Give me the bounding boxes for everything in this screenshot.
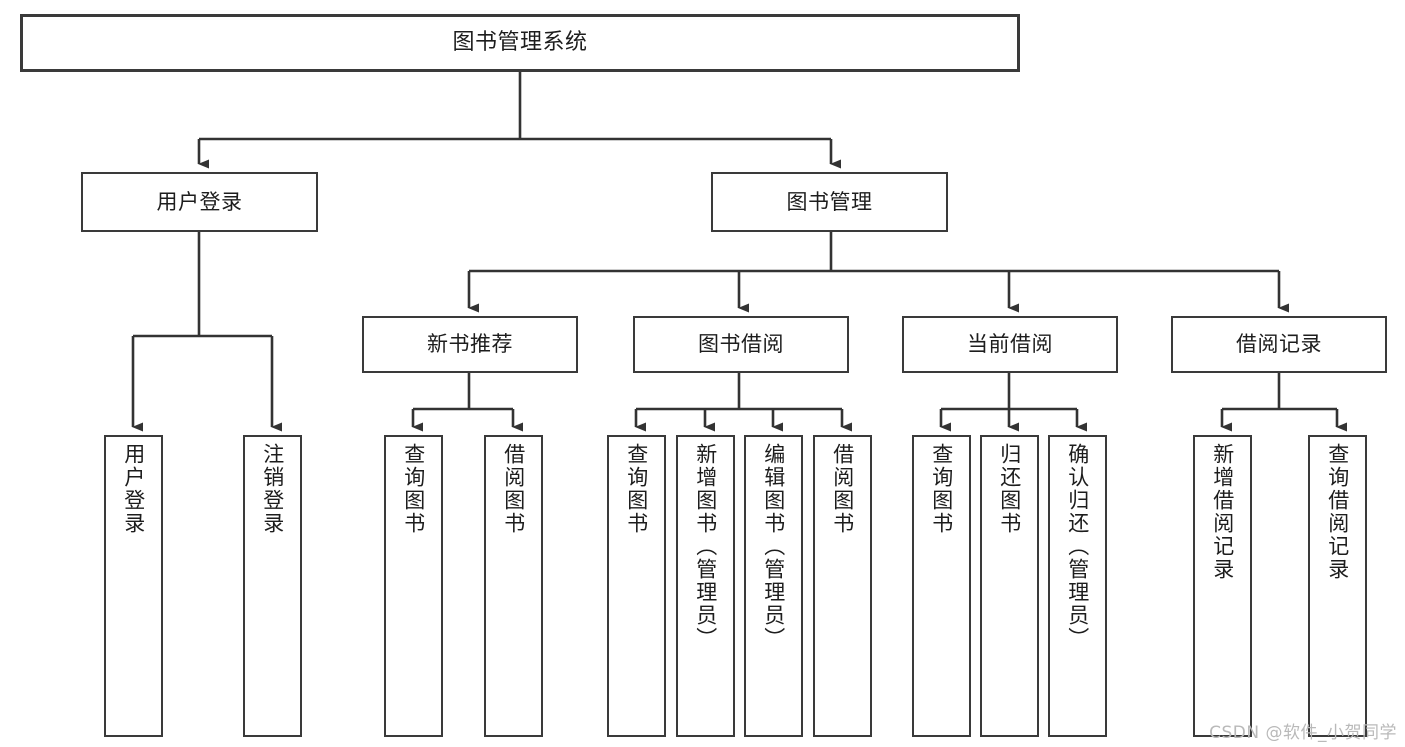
node-book-manage[interactable]: 图书管理 [711, 172, 948, 232]
node-new-book-recommend-label: 新书推荐 [427, 332, 513, 357]
node-current-borrow[interactable]: 当前借阅 [902, 316, 1118, 373]
node-user-login-label: 用户登录 [156, 189, 243, 214]
node-user-login[interactable]: 用户登录 [81, 172, 318, 232]
node-root-label: 图书管理系统 [452, 30, 588, 56]
node-current-borrow-label: 当前借阅 [967, 332, 1053, 357]
node-book-manage-label: 图书管理 [786, 189, 873, 214]
node-leaf-query-book-1-label: 查询图书 [401, 443, 426, 535]
node-leaf-borrow-book-1[interactable]: 借阅图书 [484, 435, 543, 737]
node-leaf-borrow-book-2-label: 借阅图书 [830, 443, 855, 535]
node-book-borrow-label: 图书借阅 [698, 332, 784, 357]
node-leaf-edit-book-label: 编辑图书（管理员） [761, 443, 786, 650]
node-leaf-logout-login[interactable]: 注销登录 [243, 435, 302, 737]
node-new-book-recommend[interactable]: 新书推荐 [362, 316, 578, 373]
node-borrow-record[interactable]: 借阅记录 [1171, 316, 1387, 373]
node-leaf-add-book[interactable]: 新增图书（管理员） [676, 435, 735, 737]
node-leaf-edit-book[interactable]: 编辑图书（管理员） [744, 435, 803, 737]
node-leaf-user-login-label: 用户登录 [121, 443, 146, 535]
node-leaf-query-record-label: 查询借阅记录 [1325, 443, 1350, 581]
node-book-borrow[interactable]: 图书借阅 [633, 316, 849, 373]
node-leaf-logout-login-label: 注销登录 [260, 443, 285, 535]
node-leaf-query-book-3[interactable]: 查询图书 [912, 435, 971, 737]
node-leaf-borrow-book-2[interactable]: 借阅图书 [813, 435, 872, 737]
node-leaf-query-record[interactable]: 查询借阅记录 [1308, 435, 1367, 737]
node-leaf-return-book[interactable]: 归还图书 [980, 435, 1039, 737]
node-leaf-user-login[interactable]: 用户登录 [104, 435, 163, 737]
node-root-book-management-system[interactable]: 图书管理系统 [20, 14, 1020, 72]
node-leaf-query-book-2[interactable]: 查询图书 [607, 435, 666, 737]
node-leaf-query-book-3-label: 查询图书 [929, 443, 954, 535]
node-leaf-borrow-book-1-label: 借阅图书 [501, 443, 526, 535]
node-leaf-query-book-1[interactable]: 查询图书 [384, 435, 443, 737]
node-leaf-confirm-return-label: 确认归还（管理员） [1065, 443, 1090, 650]
node-leaf-return-book-label: 归还图书 [997, 443, 1022, 535]
node-leaf-query-book-2-label: 查询图书 [624, 443, 649, 535]
csdn-watermark: CSDN @软件_小贺同学 [1209, 723, 1397, 743]
node-leaf-add-record-label: 新增借阅记录 [1210, 443, 1235, 581]
node-borrow-record-label: 借阅记录 [1236, 332, 1322, 357]
node-leaf-add-record[interactable]: 新增借阅记录 [1193, 435, 1252, 737]
node-leaf-confirm-return[interactable]: 确认归还（管理员） [1048, 435, 1107, 737]
node-leaf-add-book-label: 新增图书（管理员） [693, 443, 718, 650]
